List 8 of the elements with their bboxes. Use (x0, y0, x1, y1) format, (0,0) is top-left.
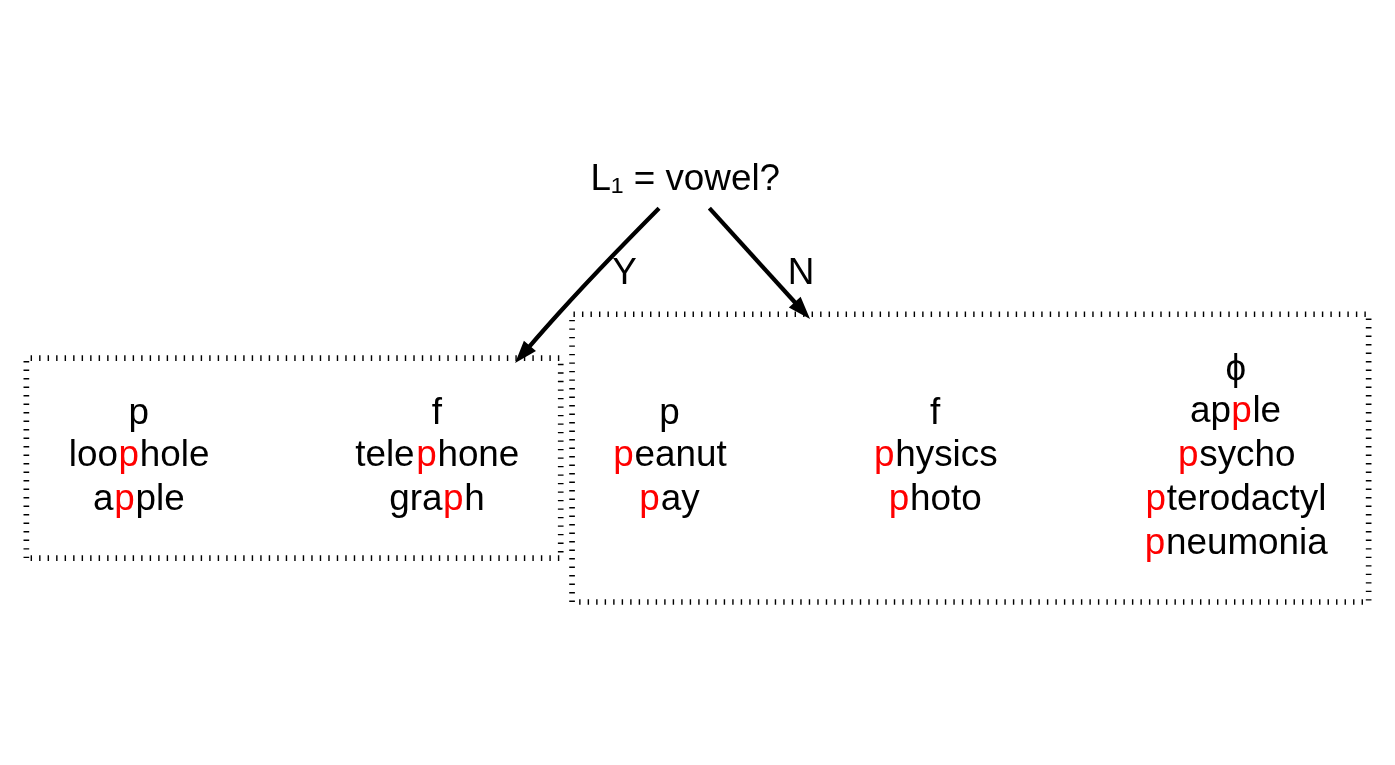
edge-label: N (787, 250, 815, 292)
node-text: p loophole apple (68, 390, 210, 518)
node-text: ϕ apple psycho pterodactyl pneumonia (1144, 346, 1328, 562)
node-text: L₁ = vowel? (590, 156, 781, 198)
edge-label: Y (612, 250, 637, 292)
node-text: p peanut pay (613, 390, 727, 518)
node-text: f physics photo (873, 390, 998, 518)
node-text: f telephone graph (355, 390, 520, 518)
